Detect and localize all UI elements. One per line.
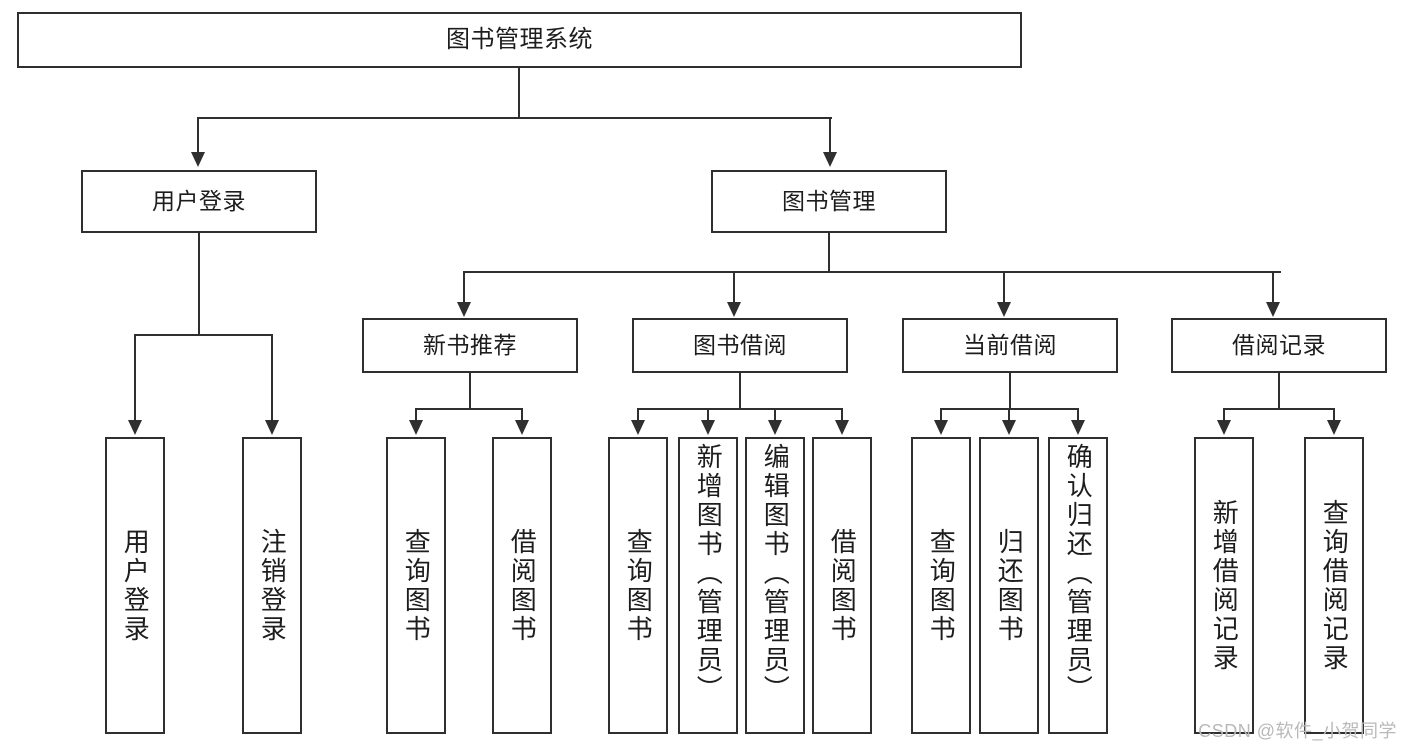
node-book-borrow[interactable]: 图书借阅 [632, 318, 848, 373]
node-label: 用户登录 [152, 187, 246, 214]
connector-user-login-bus [135, 334, 272, 337]
connector-book-borrow-bus [638, 408, 843, 411]
node-label: 编辑图书（管理员） [760, 443, 791, 704]
arrowhead-leaf-book-borrow-3 [768, 420, 782, 435]
connector-book-borrow-drop-1 [637, 408, 640, 421]
connector-book-borrow-drop-4 [841, 408, 844, 421]
connector-level2-drop-right [829, 117, 832, 153]
leaf-current-borrow-return-book[interactable]: 归还图书 [979, 437, 1039, 734]
node-label: 新书推荐 [423, 331, 517, 358]
arrowhead-book-manage [823, 152, 837, 167]
connector-book-borrow-stem [739, 373, 742, 409]
node-label: 图书管理 [782, 187, 876, 214]
node-current-borrow[interactable]: 当前借阅 [902, 318, 1118, 373]
connector-level2-bus [198, 117, 832, 120]
arrowhead-leaf-current-borrow-2 [1002, 420, 1016, 435]
node-label: 查询借阅记录 [1319, 498, 1350, 673]
node-root-system[interactable]: 图书管理系统 [17, 12, 1022, 68]
arrowhead-leaf-user-login-2 [265, 420, 279, 435]
arrowhead-borrow-record [1266, 302, 1280, 317]
node-book-manage[interactable]: 图书管理 [711, 170, 947, 233]
connector-book-manage-stem [828, 233, 831, 272]
arrowhead-book-borrow [727, 302, 741, 317]
node-label: 新增图书（管理员） [693, 443, 724, 704]
node-label: 图书借阅 [693, 331, 787, 358]
arrowhead-current-borrow [997, 302, 1011, 317]
arrowhead-user-login [191, 152, 205, 167]
node-user-login[interactable]: 用户登录 [81, 170, 317, 233]
connector-new-book-drop-1 [415, 408, 418, 421]
arrowhead-leaf-current-borrow-3 [1071, 420, 1085, 435]
connector-user-login-stem [198, 233, 201, 335]
node-label: 当前借阅 [963, 331, 1057, 358]
leaf-borrow-record-query-record[interactable]: 查询借阅记录 [1304, 437, 1364, 734]
connector-current-borrow-drop-3 [1077, 408, 1080, 421]
node-label: 确认归还（管理员） [1063, 443, 1094, 704]
connector-user-login-drop-2 [271, 334, 274, 421]
arrowhead-leaf-book-borrow-4 [835, 420, 849, 435]
node-borrow-record[interactable]: 借阅记录 [1171, 318, 1387, 373]
connector-level2-drop-left [197, 117, 200, 153]
connector-root-stem [518, 68, 521, 118]
leaf-current-borrow-query-book[interactable]: 查询图书 [911, 437, 971, 734]
arrowhead-leaf-user-login-1 [128, 420, 142, 435]
arrowhead-new-book [457, 302, 471, 317]
node-label: 归还图书 [994, 527, 1025, 644]
connector-new-book-bus [416, 408, 523, 411]
arrowhead-leaf-book-borrow-2 [701, 420, 715, 435]
connector-level3-bus [464, 271, 1281, 274]
connector-level3-drop-4 [1272, 271, 1275, 303]
connector-level3-drop-3 [1003, 271, 1006, 303]
connector-book-borrow-drop-3 [774, 408, 777, 421]
leaf-book-borrow-add-book-admin[interactable]: 新增图书（管理员） [678, 437, 738, 734]
leaf-book-borrow-query-book[interactable]: 查询图书 [608, 437, 668, 734]
node-label: 查询图书 [926, 527, 957, 644]
arrowhead-leaf-borrow-record-1 [1217, 420, 1231, 435]
connector-borrow-record-drop-2 [1333, 408, 1336, 421]
connector-new-book-stem [469, 373, 472, 409]
leaf-borrow-record-add-record[interactable]: 新增借阅记录 [1194, 437, 1254, 734]
node-label: 查询图书 [623, 527, 654, 644]
leaf-new-book-query-book[interactable]: 查询图书 [386, 437, 446, 734]
connector-current-borrow-drop-1 [940, 408, 943, 421]
connector-level3-drop-2 [733, 271, 736, 303]
connector-borrow-record-stem [1278, 373, 1281, 409]
arrowhead-leaf-new-book-1 [409, 420, 423, 435]
leaf-book-borrow-borrow-book[interactable]: 借阅图书 [812, 437, 872, 734]
node-new-book-recommend[interactable]: 新书推荐 [362, 318, 578, 373]
connector-book-borrow-drop-2 [707, 408, 710, 421]
connector-borrow-record-drop-1 [1223, 408, 1226, 421]
node-label: 注销登录 [257, 527, 288, 644]
node-label: 查询图书 [401, 527, 432, 644]
connector-borrow-record-bus [1224, 408, 1335, 411]
connector-current-borrow-drop-2 [1008, 408, 1011, 421]
connector-new-book-drop-2 [521, 408, 524, 421]
arrowhead-leaf-current-borrow-1 [934, 420, 948, 435]
node-label: 借阅图书 [507, 527, 538, 644]
leaf-user-login[interactable]: 用户登录 [105, 437, 165, 734]
leaf-current-borrow-confirm-return-admin[interactable]: 确认归还（管理员） [1048, 437, 1108, 734]
connector-level3-drop-1 [463, 271, 466, 303]
connector-current-borrow-stem [1009, 373, 1012, 409]
node-label: 借阅图书 [827, 527, 858, 644]
watermark-text: CSDN @软件_小贺同学 [1198, 721, 1397, 741]
node-label: 借阅记录 [1232, 331, 1326, 358]
arrowhead-leaf-borrow-record-2 [1327, 420, 1341, 435]
leaf-book-borrow-edit-book-admin[interactable]: 编辑图书（管理员） [745, 437, 805, 734]
leaf-new-book-borrow-book[interactable]: 借阅图书 [492, 437, 552, 734]
arrowhead-leaf-new-book-2 [515, 420, 529, 435]
node-label: 图书管理系统 [446, 25, 593, 53]
connector-user-login-drop-1 [134, 334, 137, 421]
node-label: 新增借阅记录 [1209, 498, 1240, 673]
arrowhead-leaf-book-borrow-1 [631, 420, 645, 435]
node-label: 用户登录 [120, 527, 151, 644]
leaf-user-logout[interactable]: 注销登录 [242, 437, 302, 734]
